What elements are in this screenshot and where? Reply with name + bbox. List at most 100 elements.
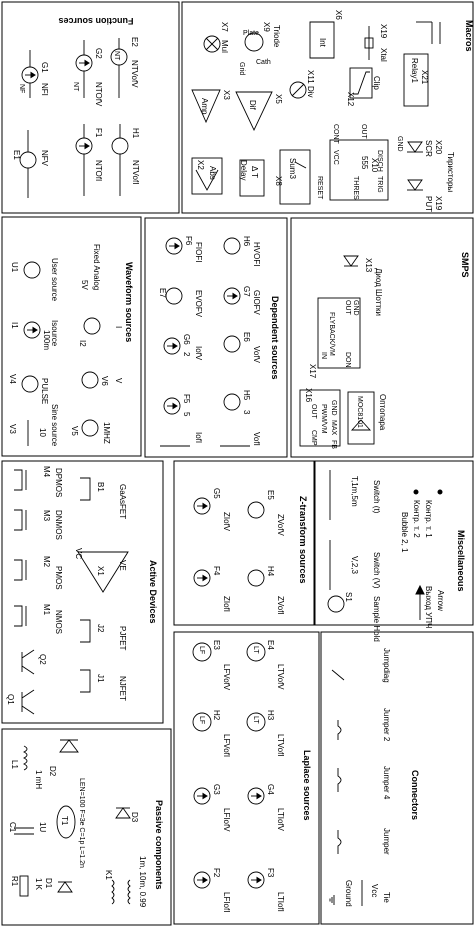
source-g2: G2 NTOfV NT: [72, 40, 103, 107]
resistor-r1: R1 1 K: [10, 875, 43, 897]
function-sources-box: [1, 1, 180, 214]
jumper2-symbol: Jumper 2: [337, 708, 391, 742]
laplace-e4: LT E4 LTVofV: [246, 640, 285, 690]
fixed-analog-label: Fixed Analog: [92, 244, 101, 290]
passive-components-box: [1, 728, 172, 926]
out-label: OUT: [360, 124, 367, 140]
lfiofi-label: LFIofI: [222, 892, 231, 912]
source-v6: V6 V: [81, 371, 123, 389]
x7-label: X7: [220, 22, 229, 32]
macros-box: [181, 1, 474, 214]
macro-relay: Relay1 X21: [403, 53, 429, 107]
iofv-label: IofV: [194, 346, 203, 361]
pwm-controller: X16 CMP OUT PWM/VM FB MAX GND: [299, 388, 341, 449]
x16-label: X16: [304, 388, 313, 403]
laplace-h2: LF H2 LFVofI: [192, 710, 231, 757]
trig-label: TRIG: [376, 176, 383, 193]
disch-label: DISCH: [376, 150, 383, 172]
m3-label: M3: [42, 510, 51, 522]
macro-amp: X3 Amp: [191, 89, 231, 124]
source-e1: E1 NFV: [12, 130, 49, 198]
sine-source-label: Sine source: [50, 404, 59, 447]
f2-label: F2: [212, 868, 221, 878]
x19b-label: X19: [434, 196, 443, 211]
optocoupler: MOC8101 Оптопара: [347, 391, 387, 445]
dif-label: Dif: [248, 100, 257, 111]
g2-label: G2: [94, 48, 103, 59]
bjt-q2: Q2: [21, 649, 47, 675]
in-pin: IN: [320, 352, 327, 359]
kontr1-label: Контр. т. 1: [424, 500, 433, 538]
v5v-label: 5V: [80, 280, 89, 290]
source-e2: E2 NTVofV NT: [110, 37, 139, 98]
g3-label: G3: [212, 784, 221, 795]
g6-label: G6: [182, 334, 191, 345]
macro-abs: X2 Abs: [191, 157, 223, 195]
z-source-g5: G5 ZIofV: [193, 488, 231, 532]
e3-label: E3: [212, 640, 221, 650]
f3-label: F3: [266, 868, 275, 878]
jumper-symbol: Jumper: [337, 828, 391, 855]
mosfet-m1: M1 NMOS: [14, 604, 63, 634]
inductor-l1: L1 1 mH: [10, 745, 43, 789]
tie-label: Tie: [382, 892, 391, 903]
laplace-f2: F2 LFIofI: [193, 868, 231, 912]
laplace-g4: G4 LTIofV: [247, 784, 285, 832]
c1-value: 1U: [38, 822, 47, 832]
pulse-label: PULSE: [40, 378, 49, 404]
l1-label: L1: [10, 760, 19, 769]
d3-label: D3: [130, 812, 139, 823]
max-pin: MAX: [330, 420, 337, 436]
ve-label: VE: [118, 560, 127, 571]
capacitor-c1: C1 1U: [8, 822, 47, 835]
cath-label: Cath: [256, 59, 271, 66]
x1-label: X1: [96, 566, 105, 576]
sample-hold-label: Sample Hold: [372, 596, 381, 642]
macro-scr: SCR X20: [407, 140, 443, 157]
e2-label: E2: [130, 37, 139, 47]
source-g7: G7 GIOFV: [223, 286, 261, 316]
zvofi-label: ZVofI: [276, 596, 285, 615]
source-e6: E6 VofV: [223, 332, 261, 364]
x21-label: X21: [420, 70, 429, 85]
f1-label: F1: [94, 128, 103, 138]
x3-label: X3: [222, 90, 231, 100]
isource-label: Isource: [50, 320, 59, 347]
source-g1: G1 NFI NF: [18, 50, 49, 98]
dpmos-label: DPMOS: [54, 468, 63, 497]
e6-label: E6: [242, 332, 251, 342]
jumper4-label: Jumper 4: [382, 766, 391, 800]
laplace-e3: LF E3 LFVofV: [192, 640, 231, 691]
smps-title: SMPS: [460, 252, 470, 278]
x5-label: X5: [274, 94, 283, 104]
t555-label: 555: [360, 156, 369, 170]
passive-title: Passive components: [154, 800, 164, 890]
pwm-label: PWM/VM: [320, 404, 327, 434]
put-label: PUT: [424, 196, 433, 212]
macro-mul: X7 Mul: [203, 22, 229, 53]
x13-label: X13: [364, 258, 373, 273]
q2-label: Q2: [38, 654, 47, 665]
source-u1: U1 User source: [10, 258, 59, 302]
macro-xtal: X19 Xtal: [364, 24, 388, 62]
g4-label: G4: [266, 784, 275, 795]
diode-d1: D1: [44, 878, 73, 893]
connectors-box: [320, 631, 474, 925]
dependent-sources-title: Dependent sources: [270, 296, 280, 380]
z-source-f4: F4 ZIofI: [193, 566, 231, 612]
i100m-label: 100m: [42, 330, 51, 350]
f6-label: F6: [184, 236, 193, 246]
transmission-line-t1: T1 LEN=100 F=3e C=1p L=1.2n: [56, 778, 85, 868]
x17-label: X17: [308, 364, 317, 379]
f5-value: 5: [182, 412, 191, 417]
f4-label: F4: [212, 566, 221, 576]
fb-pin: FB: [330, 440, 337, 449]
h3-label: H3: [266, 710, 275, 721]
gnd2-pin: GND: [330, 400, 337, 416]
macro-sum3: X8 Sum3: [274, 149, 311, 205]
k1-value: 1m, 10m, 0.99: [138, 856, 147, 908]
sum3-label: Sum3: [288, 158, 297, 179]
z-transform-title: Z-transform sources: [298, 496, 308, 584]
